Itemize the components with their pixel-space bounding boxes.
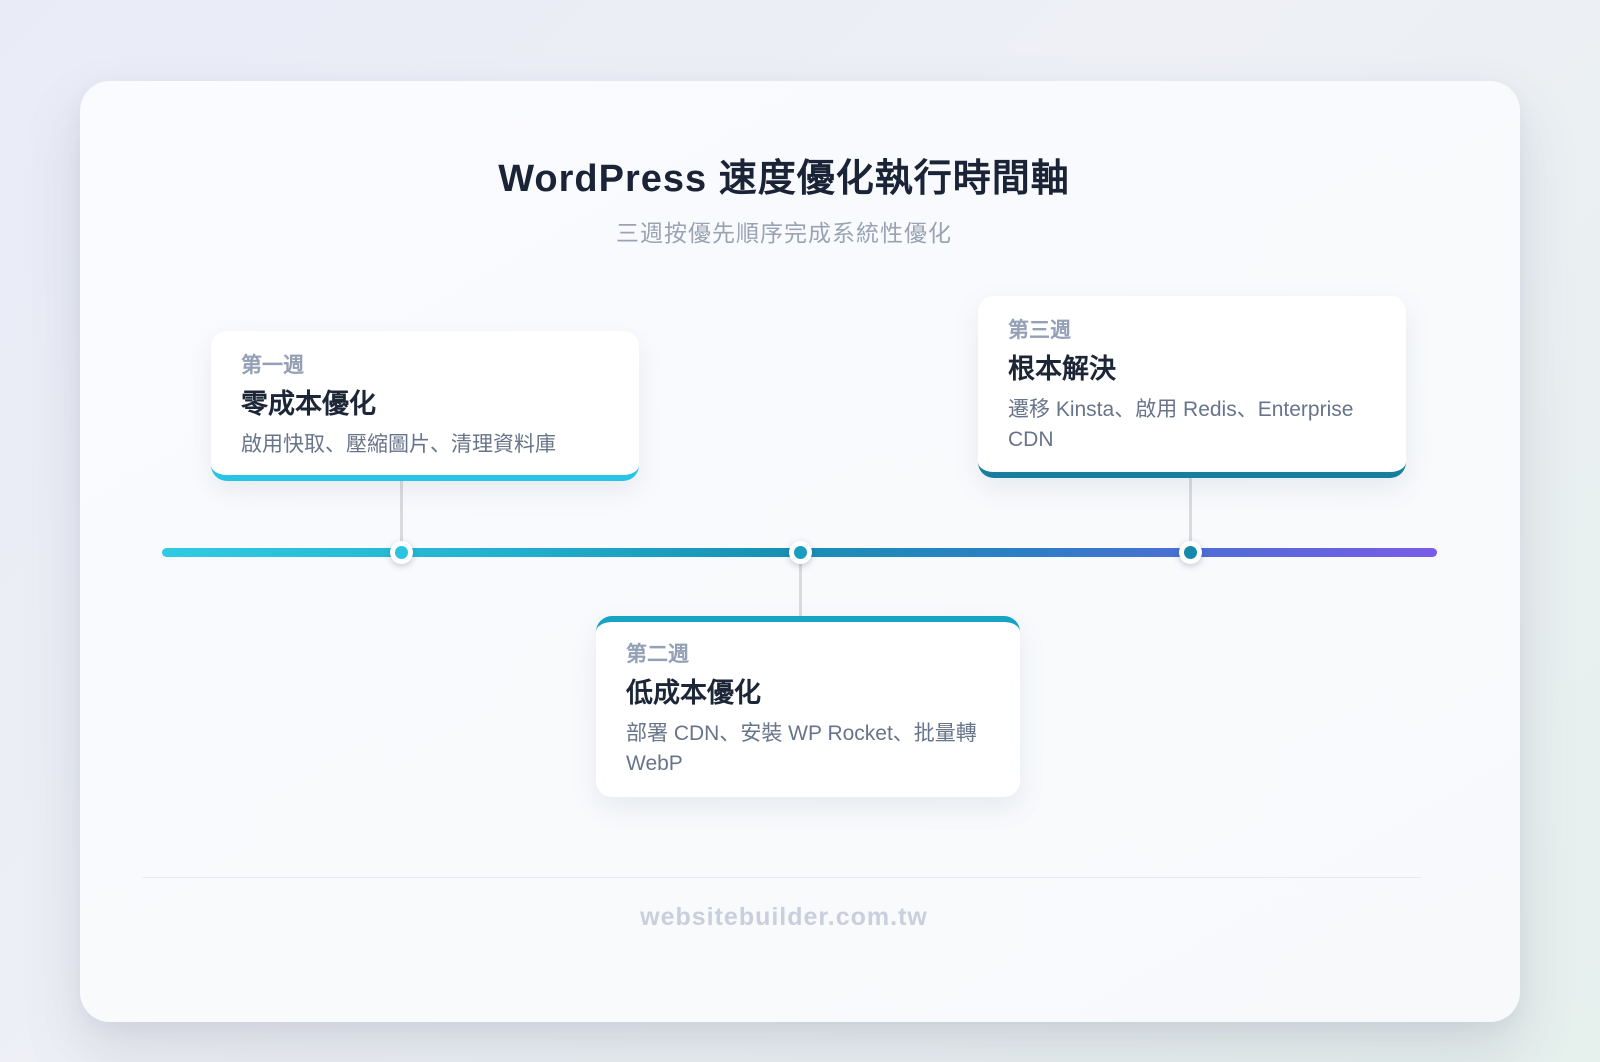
timeline-dot-core bbox=[794, 546, 807, 559]
main-card: WordPress 速度優化執行時間軸 三週按優先順序完成系統性優化 第一週 零… bbox=[80, 81, 1520, 1022]
page-title: WordPress 速度優化執行時間軸 bbox=[498, 158, 1070, 200]
week-card-2: 第二週 低成本優化 部署 CDN、安裝 WP Rocket、批量轉 WebP bbox=[596, 616, 1020, 797]
week-label: 第二週 bbox=[626, 643, 689, 666]
card-description: 遷移 Kinsta、啟用 Redis、Enterprise CDN bbox=[1008, 398, 1354, 451]
connector-line-week1 bbox=[400, 480, 403, 551]
card-description: 啟用快取、壓縮圖片、清理資料庫 bbox=[241, 433, 556, 456]
card-title: 零成本優化 bbox=[241, 389, 376, 419]
card-title: 根本解決 bbox=[1008, 354, 1116, 384]
card-title: 低成本優化 bbox=[626, 678, 761, 708]
week-label: 第三週 bbox=[1008, 319, 1071, 342]
timeline-dot-week3 bbox=[1179, 541, 1202, 564]
timeline-dot-week1 bbox=[390, 541, 413, 564]
week-card-1: 第一週 零成本優化 啟用快取、壓縮圖片、清理資料庫 bbox=[211, 331, 639, 481]
page-subtitle: 三週按優先順序完成系統性優化 bbox=[616, 220, 952, 246]
connector-line-week2 bbox=[799, 552, 802, 616]
footer-watermark: websitebuilder.com.tw bbox=[640, 903, 928, 931]
timeline-dot-core bbox=[395, 546, 408, 559]
footer-divider bbox=[143, 877, 1421, 878]
connector-line-week3 bbox=[1189, 477, 1192, 551]
timeline-dot-week2 bbox=[789, 541, 812, 564]
card-description: 部署 CDN、安裝 WP Rocket、批量轉 WebP bbox=[626, 722, 977, 775]
week-card-3: 第三週 根本解決 遷移 Kinsta、啟用 Redis、Enterprise C… bbox=[978, 296, 1406, 478]
timeline-dot-core bbox=[1184, 546, 1197, 559]
week-label: 第一週 bbox=[241, 354, 304, 377]
